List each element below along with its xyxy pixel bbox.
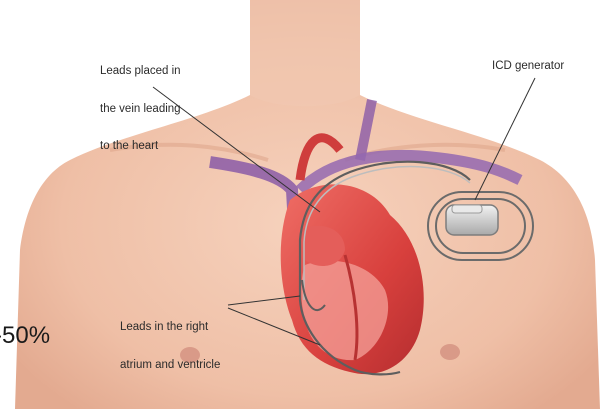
icd-header [452,205,482,213]
leads-vein-line2: the vein leading [100,103,181,116]
leads-right-label: Leads in the right atrium and ventricle [120,296,220,396]
leads-vein-label: Leads placed in the vein leading to the … [100,40,181,178]
neck-shade [250,0,360,106]
right-nipple [440,344,460,360]
leads-right-line2: atrium and ventricle [120,359,220,372]
leads-vein-line1: Leads placed in [100,65,181,78]
leads-vein-line3: to the heart [100,140,181,153]
icd-generator-label: ICD generator [492,60,564,73]
percent-label: -50% [0,322,50,350]
leads-right-line1: Leads in the right [120,321,220,334]
